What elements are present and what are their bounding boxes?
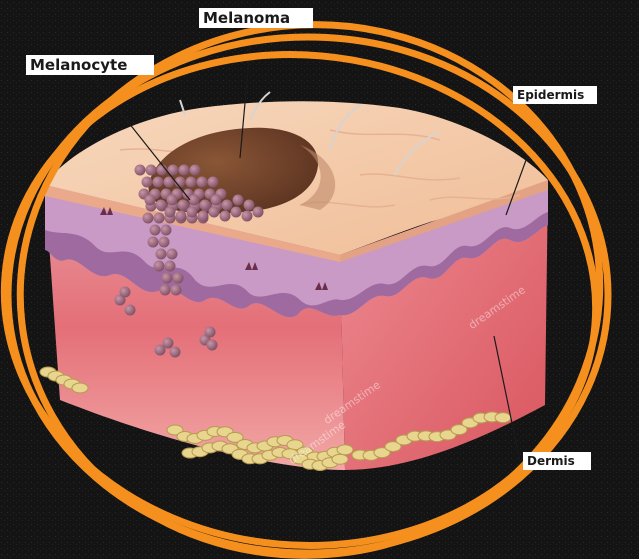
melanocyte-cell (189, 195, 200, 206)
melanocyte-cell (159, 237, 170, 248)
melanocyte-cell (253, 207, 264, 218)
melanocyte-cell (165, 261, 176, 272)
melanocyte-cell (197, 177, 208, 188)
melanocyte-cell (150, 225, 161, 236)
melanocyte-cell (153, 177, 164, 188)
melanocyte-cell (135, 165, 146, 176)
melanocyte-cell (162, 273, 173, 284)
dermis-label: Dermis (523, 452, 591, 470)
melanocyte-cell (142, 177, 153, 188)
epidermis-label: Epidermis (513, 86, 597, 104)
melanocyte-cell (167, 195, 178, 206)
melanocyte-cell (231, 207, 242, 218)
melanocyte-cell (170, 347, 181, 358)
melanocyte-cell (160, 285, 171, 296)
fat-globule (337, 445, 353, 455)
melanocyte-cell (146, 165, 157, 176)
melanocyte-label: Melanocyte (26, 55, 154, 75)
melanocyte-cell (120, 287, 131, 298)
melanocyte-cell (242, 211, 253, 222)
melanocyte-cell (176, 211, 187, 222)
melanocyte-cell (145, 195, 156, 206)
melanocyte-cell (220, 211, 231, 222)
melanocyte-cell (205, 327, 216, 338)
melanocyte-cell (148, 237, 159, 248)
melanocyte-cell (244, 200, 255, 211)
melanocyte-cell (178, 200, 189, 211)
melanocyte-cell (208, 177, 219, 188)
melanocyte-cell (179, 165, 190, 176)
melanocyte-cell (209, 207, 220, 218)
melanocyte-cell (233, 195, 244, 206)
melanocyte-cell (154, 261, 165, 272)
melanocyte-cell (125, 305, 136, 316)
fat-globule (495, 413, 511, 423)
melanocyte-cell (198, 211, 209, 222)
melanocyte-cell (200, 200, 211, 211)
melanocyte-cell (190, 165, 201, 176)
melanocyte-cell (171, 285, 182, 296)
melanocyte-cell (207, 340, 218, 351)
melanocyte-cell (187, 207, 198, 218)
fat-globule (332, 454, 348, 464)
melanocyte-cell (165, 207, 176, 218)
melanoma-label: Melanoma (199, 8, 313, 28)
melanocyte-cell (173, 273, 184, 284)
melanocyte-cell (154, 213, 165, 224)
melanocyte-cell (167, 249, 178, 260)
melanocyte-cell (222, 200, 233, 211)
melanocyte-cell (156, 200, 167, 211)
melanocyte-cell (156, 249, 167, 260)
melanocyte-cell (186, 177, 197, 188)
melanocyte-cell (163, 338, 174, 349)
melanocyte-cell (143, 213, 154, 224)
melanocyte-cell (161, 225, 172, 236)
melanocyte-cell (211, 195, 222, 206)
fat-globule (72, 383, 88, 393)
